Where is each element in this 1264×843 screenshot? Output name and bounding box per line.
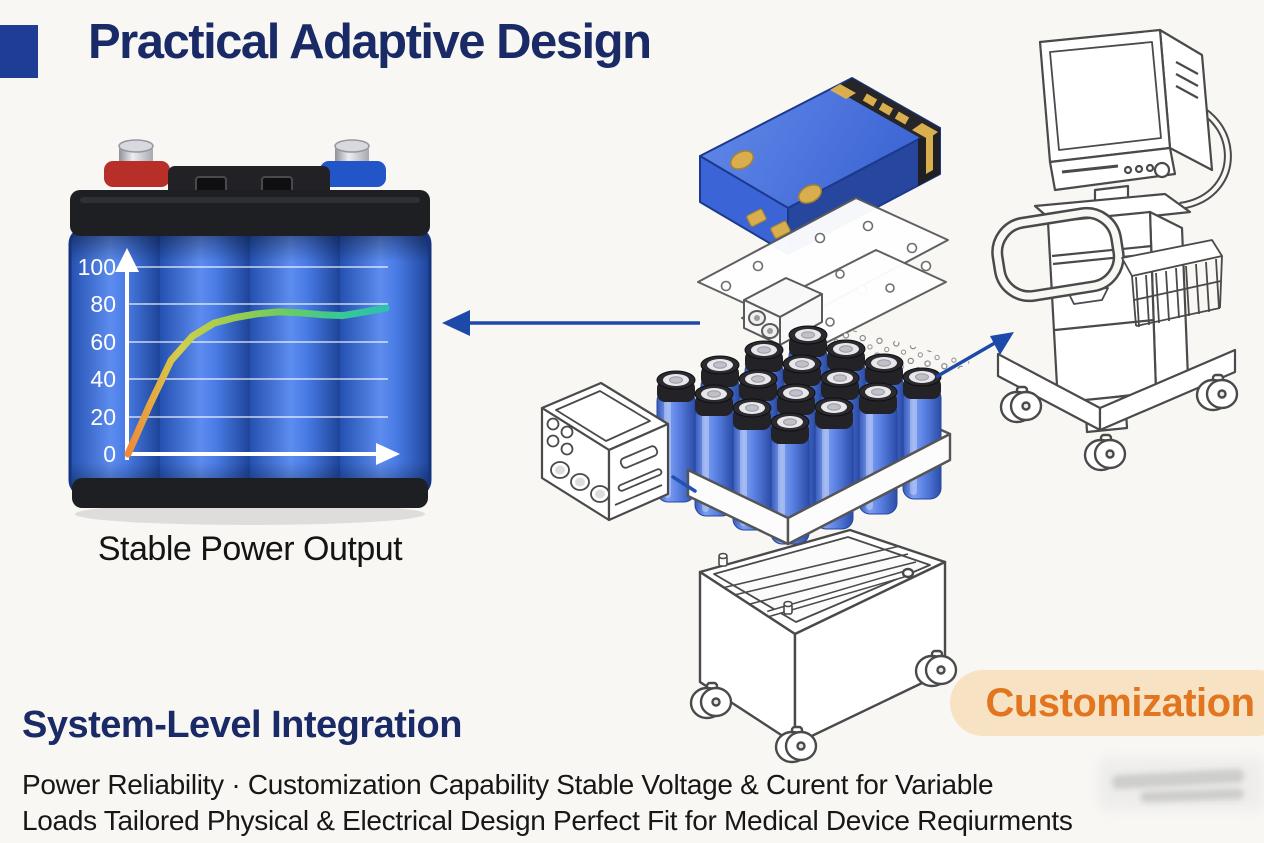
exploded-pack-illustration [540, 77, 972, 764]
ytick-100: 100 [78, 254, 116, 280]
battery-top-cap [70, 190, 430, 236]
lower-enclosure [689, 528, 958, 764]
module-buttons [546, 417, 610, 503]
cart-base [996, 348, 1239, 472]
footer-heading: System-Level Integration [22, 704, 462, 746]
ytick-80: 80 [90, 291, 116, 317]
cart-caster-front [1083, 433, 1127, 472]
module-slots [614, 445, 663, 506]
battery-terminal-negative [104, 139, 170, 187]
cart-handle [991, 206, 1125, 303]
ytick-40: 40 [90, 366, 116, 392]
title-accent-square [0, 25, 38, 78]
battery-illustration: 100 80 60 40 20 0 [68, 139, 432, 525]
arrow-to-battery [442, 310, 700, 336]
battery-bottom-cap [72, 478, 428, 508]
module-connector-line [671, 475, 697, 493]
bms-control-module [540, 381, 670, 522]
monitor-screen [1049, 41, 1162, 151]
ytick-0: 0 [103, 441, 116, 467]
chart-ytick-labels: 100 80 60 40 20 0 [78, 254, 116, 467]
customization-badge-label: Customization [985, 680, 1255, 725]
connector-arrows [442, 310, 1014, 379]
cart-basket [1121, 239, 1223, 328]
chart-gridlines [127, 266, 388, 418]
module-screen [555, 390, 651, 442]
enclosure-rails [721, 545, 917, 607]
power-curve [124, 304, 390, 458]
page-title: Practical Adaptive Design [88, 15, 652, 69]
battery-shadow [75, 503, 425, 525]
footer-body-line1: Power Reliability · Customization Capabi… [22, 769, 994, 800]
battery-caption: Stable Power Output [97, 530, 403, 568]
ytick-20: 20 [90, 404, 116, 430]
power-chart: 100 80 60 40 20 0 [78, 248, 400, 467]
battery-terminal-positive [320, 139, 386, 187]
ytick-60: 60 [90, 329, 116, 355]
medical-cart-illustration [991, 28, 1239, 472]
footer-body-line2: Loads Tailored Physical & Electrical Des… [22, 805, 1073, 836]
chart-axes [115, 248, 400, 465]
cart-monitor [1038, 28, 1214, 210]
enclosure-pegs [718, 552, 793, 615]
customization-badge: Customization [950, 670, 1264, 736]
arrow-to-cart [935, 332, 1014, 379]
